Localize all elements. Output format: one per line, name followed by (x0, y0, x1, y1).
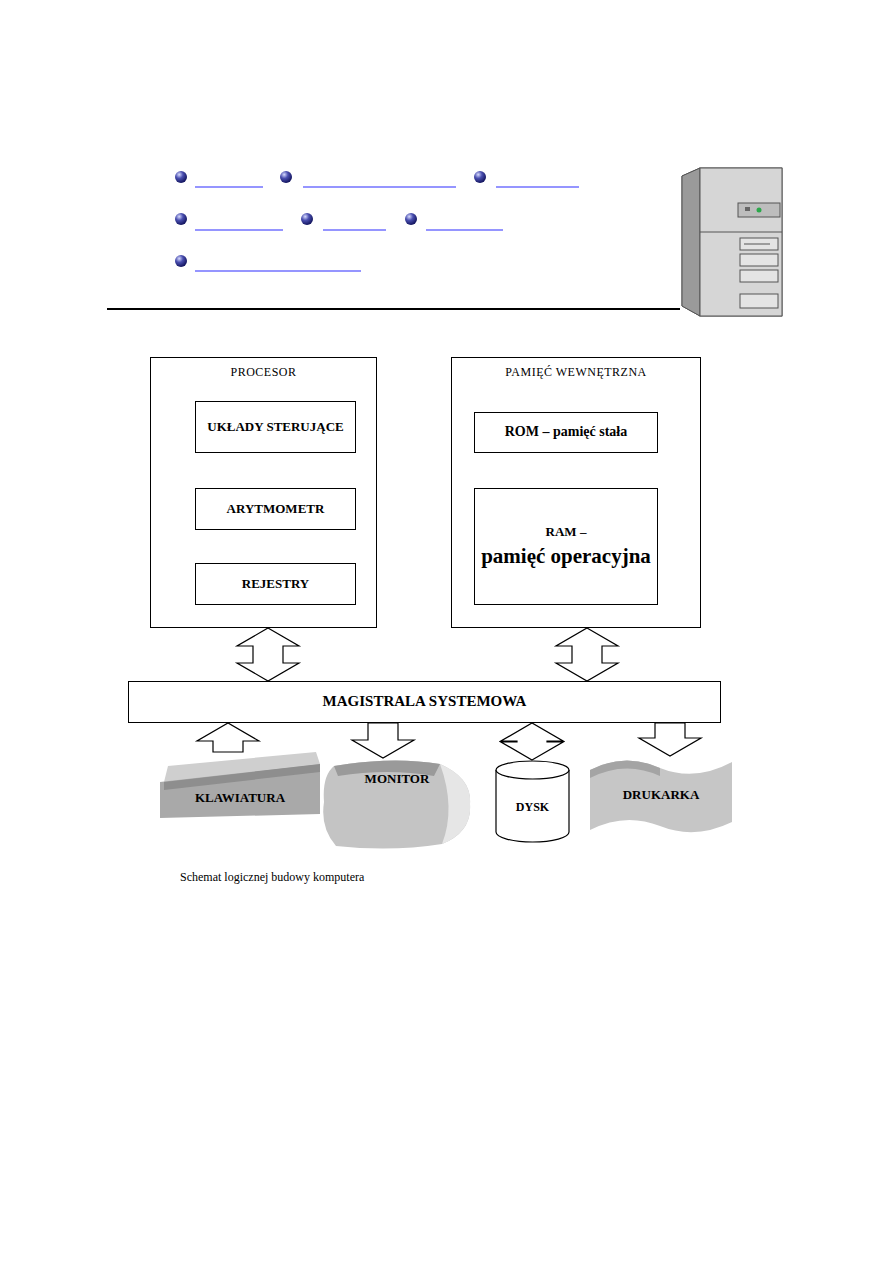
bus-arrow (197, 723, 259, 752)
box-label: RAM – (546, 525, 587, 540)
nav-links (175, 171, 579, 271)
box-label: REJESTRY (242, 577, 309, 592)
block-box: ROM – pamięć stała (474, 412, 658, 453)
box-label: DRUKARKA (623, 788, 700, 803)
keyboard-shape (160, 752, 320, 818)
caption: Schemat logicznej budowy komputera (180, 870, 364, 885)
device-shape: KLAWIATURA (160, 752, 320, 818)
group-box: PAMIĘĆ WEWNĘTRZNA ROM – pamięć stałaRAM –… (451, 357, 701, 628)
group-box: PROCESOR UKŁADY STERUJĄCE ARYTMOMETR REJEST… (150, 357, 377, 628)
bus-arrow (639, 723, 701, 756)
group-heading: PAMIĘĆ WEWNĘTRZNA (505, 366, 647, 380)
device-shape: MONITOR (322, 758, 472, 848)
box-label: MONITOR (365, 772, 430, 787)
block-box: ARYTMOMETR (195, 488, 356, 530)
box-label: MAGISTRALA SYSTEMOWA (323, 693, 527, 710)
box-label: DYSK (516, 801, 549, 815)
device-shape: DYSK (495, 760, 570, 842)
box-label: pamięć operacyjna (481, 544, 651, 568)
computer-tower (682, 168, 782, 316)
box-label: UKŁADY STERUJĄCE (207, 420, 343, 435)
bus-arrow (556, 628, 618, 681)
group-heading: PROCESOR (230, 366, 296, 380)
bus-arrow (237, 628, 299, 681)
box-label: KLAWIATURA (195, 791, 285, 806)
box-label: ROM – pamięć stała (505, 424, 627, 440)
horizontal-rule (107, 308, 680, 310)
block-box: RAM – pamięć operacyjna (474, 488, 658, 605)
device-shape: DRUKARKA (590, 756, 732, 834)
bus-arrow (501, 723, 563, 760)
box-label: ARYTMOMETR (227, 502, 325, 517)
block-box: REJESTRY (195, 563, 356, 605)
block-box: MAGISTRALA SYSTEMOWA (128, 681, 721, 723)
block-box: UKŁADY STERUJĄCE (195, 401, 356, 453)
bus-arrow (352, 723, 414, 758)
